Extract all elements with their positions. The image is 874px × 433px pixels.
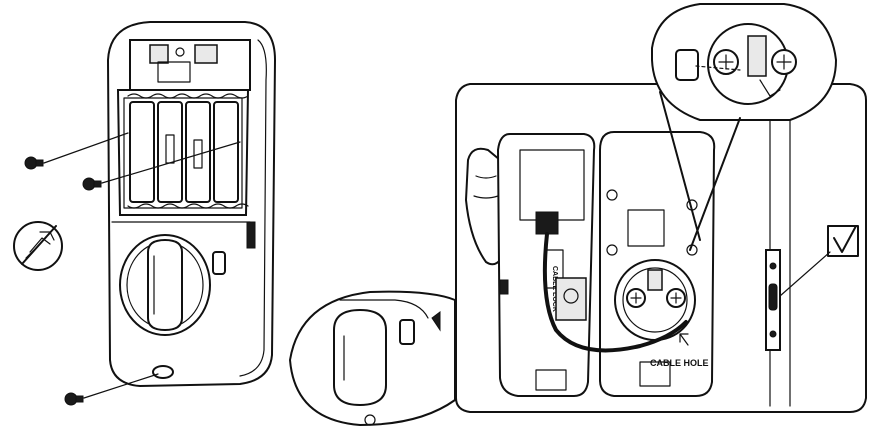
door-assembly-right: CABLE LOCK CABLE HOLE xyxy=(455,83,867,413)
battery-spring-bottom xyxy=(127,203,249,209)
battery-2 xyxy=(157,101,183,203)
cover-latch xyxy=(157,61,191,83)
screw-top xyxy=(24,132,129,170)
battery-3 xyxy=(185,101,211,203)
screw-shank xyxy=(93,180,102,188)
cable-hole-arrow xyxy=(679,333,689,346)
cover-clip-right xyxy=(194,44,218,64)
cover-clip-left xyxy=(149,44,169,64)
cable-lock-label: CABLE LOCK xyxy=(551,266,558,312)
battery-spring-top xyxy=(127,93,249,99)
screw-icon xyxy=(82,177,96,191)
motor-gear xyxy=(563,288,579,304)
magnifier-screws-detail xyxy=(651,3,838,251)
screw-icon xyxy=(24,156,38,170)
no-pick-tool-icon xyxy=(13,221,63,271)
plate-screw-right xyxy=(666,288,686,308)
motor-block xyxy=(555,277,587,321)
screw-shank xyxy=(35,159,44,167)
side-connector xyxy=(246,221,256,249)
bottom-screw-hole xyxy=(152,365,174,379)
battery-4 xyxy=(213,101,239,203)
zoom-connector xyxy=(675,49,699,81)
interior-bottom-latch xyxy=(535,369,567,391)
cable-connector xyxy=(535,211,559,235)
connector-tip xyxy=(431,311,441,332)
interior-side-port xyxy=(499,279,509,295)
tailpiece xyxy=(647,269,663,291)
screw-bottom xyxy=(64,373,159,406)
plate-screw-left xyxy=(626,288,646,308)
zoom-screw-left xyxy=(713,49,739,75)
lock-shell-edge xyxy=(239,39,267,377)
screw-hole-zoom xyxy=(364,414,376,426)
plate-hole-1 xyxy=(606,189,618,201)
checkmark-box-icon xyxy=(827,225,859,257)
battery-1 xyxy=(129,101,155,203)
small-button xyxy=(212,251,226,275)
battery-label-3 xyxy=(193,139,203,169)
faceplate-screw-bottom xyxy=(769,330,777,338)
cable-hole-label: CABLE HOLE xyxy=(650,358,709,368)
plate-hole-3 xyxy=(606,244,618,256)
plate-bottom-tab xyxy=(639,361,671,387)
cable xyxy=(542,232,688,353)
zoom-tailpiece xyxy=(747,35,767,77)
magnifier-thumb-turn xyxy=(288,290,456,427)
lock-assembly-left xyxy=(13,21,277,406)
hand xyxy=(464,147,507,266)
screw-shank xyxy=(75,395,84,403)
thumb-turn-knob-zoom xyxy=(333,308,387,407)
small-button-zoom xyxy=(399,319,415,345)
thumb-turn-knob xyxy=(147,238,183,332)
plate-window xyxy=(627,209,665,247)
zoom-screw-right xyxy=(771,49,797,75)
latch-bolt xyxy=(768,283,778,311)
screw-middle xyxy=(82,141,241,191)
faceplate-screw-top xyxy=(769,262,777,270)
screw-icon xyxy=(64,392,78,406)
cover-screw xyxy=(175,47,185,57)
